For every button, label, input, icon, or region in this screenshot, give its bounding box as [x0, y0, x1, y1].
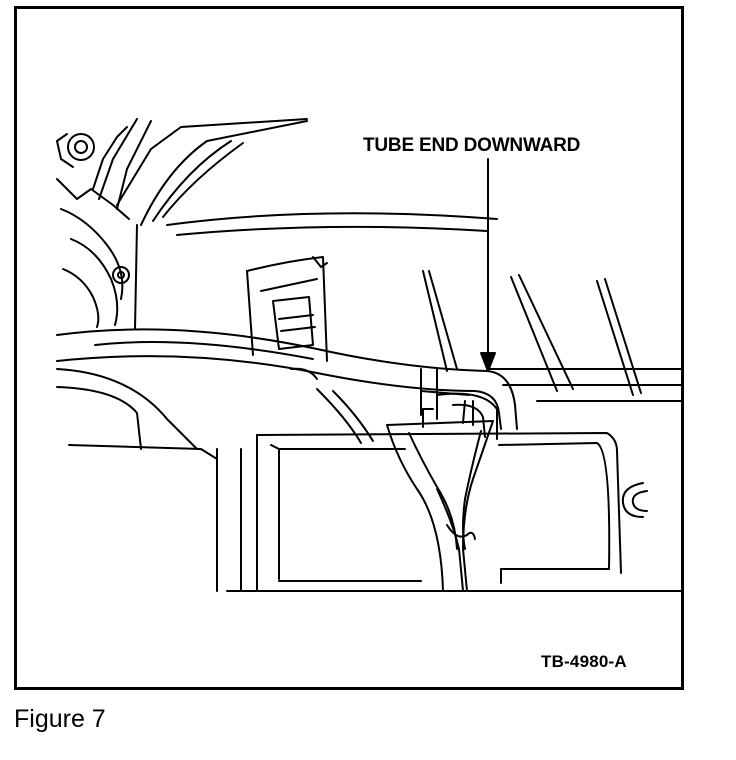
figure-frame: TUBE END DOWNWARD TB-4980-A: [14, 6, 684, 690]
housing-box: [227, 433, 681, 591]
bracket: [387, 409, 493, 591]
callout-arrow: [481, 159, 495, 371]
left-mechanism: [57, 119, 151, 327]
registration-mark: [623, 483, 647, 517]
upper-panel: [117, 119, 497, 329]
tube-end: [437, 394, 497, 439]
technical-illustration: [17, 9, 681, 687]
vent-vanes: [423, 271, 681, 401]
figure-caption: Figure 7: [14, 705, 106, 733]
main-tube: [57, 329, 517, 429]
clip-assembly: [247, 257, 327, 361]
part-code: TB-4980-A: [541, 652, 627, 671]
lower-left-panel: [57, 369, 241, 591]
callout-label: TUBE END DOWNWARD: [363, 135, 581, 156]
vertical-support: [317, 369, 469, 443]
